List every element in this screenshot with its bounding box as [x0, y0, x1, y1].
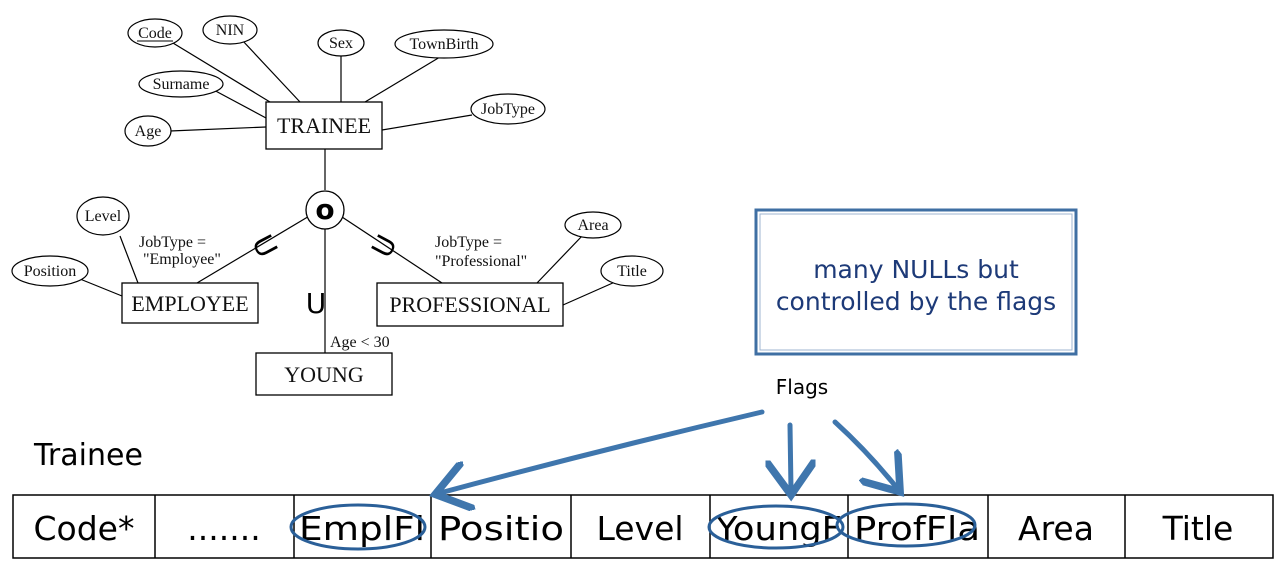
svg-text:Position: Position [24, 263, 76, 280]
entity-young-label: YOUNG [284, 362, 364, 387]
table-name: Trainee [33, 438, 143, 473]
column-area: Area [1018, 509, 1094, 548]
column-positio: Positio [438, 509, 564, 548]
attribute-age: Age [124, 115, 172, 147]
employee-condition-line2: "Employee" [143, 251, 221, 268]
attribute-code: Code [127, 18, 183, 48]
young-condition: Age < 30 [330, 334, 390, 351]
flag-circle-proffla [835, 502, 977, 548]
arrow-to-emplfl [440, 409, 765, 493]
svg-text:NIN: NIN [216, 22, 245, 39]
flag-circle-emplfl [289, 503, 427, 551]
attribute-area: Area [564, 211, 622, 239]
subset-symbol-young: U [306, 287, 327, 320]
column-proffla: ProfFla [854, 509, 980, 548]
trainee-table: Code* ....... EmplFl Positio Level Young… [12, 494, 1274, 559]
arrow-to-proffla [832, 419, 897, 488]
flag-arrows [440, 409, 897, 493]
attribute-position: Position [11, 255, 89, 287]
attribute-sex: Sex [317, 29, 365, 57]
subset-symbol-professional: U [365, 229, 404, 263]
svg-text:TownBirth: TownBirth [409, 36, 478, 53]
attribute-level: Level [76, 196, 130, 236]
column-level: Level [596, 509, 683, 548]
professional-condition-line2: "Professional" [435, 253, 527, 270]
attribute-jobtype: JobType [470, 93, 546, 125]
attribute-surname: Surname [138, 70, 224, 98]
column-ellipsis: ....... [187, 509, 260, 548]
entity-trainee-label: TRAINEE [277, 113, 371, 138]
note-line1: many NULLs but [813, 255, 1019, 284]
entity-trainee: TRAINEE [265, 101, 383, 150]
column-title: Title [1162, 509, 1234, 548]
attribute-townbirth: TownBirth [394, 29, 494, 59]
entity-young: YOUNG [255, 352, 393, 396]
entity-employee: EMPLOYEE [121, 282, 259, 324]
svg-text:Code: Code [138, 25, 172, 42]
flag-circle-youngf [707, 504, 845, 550]
attribute-nin: NIN [202, 15, 258, 45]
entity-employee-label: EMPLOYEE [131, 291, 248, 316]
overlap-symbol: o [315, 193, 334, 226]
column-code: Code* [34, 509, 135, 548]
entity-professional-label: PROFESSIONAL [389, 292, 550, 317]
svg-text:JobType: JobType [481, 101, 535, 118]
svg-text:Sex: Sex [329, 35, 353, 52]
svg-text:Surname: Surname [153, 76, 210, 93]
svg-text:Level: Level [85, 208, 122, 225]
note-line2: controlled by the flags [776, 287, 1056, 316]
attribute-title: Title [600, 255, 664, 287]
employee-condition-line1: JobType = [139, 234, 206, 251]
svg-text:Title: Title [617, 263, 647, 280]
svg-text:Area: Area [577, 217, 608, 234]
svg-text:Age: Age [135, 123, 162, 140]
professional-condition-line1: JobType = [435, 234, 502, 251]
arrow-to-youngf [790, 422, 791, 490]
note-box: many NULLs but controlled by the flags [754, 208, 1078, 356]
overlap-circle: o [305, 190, 345, 230]
flags-label: Flags [776, 375, 828, 399]
entity-professional: PROFESSIONAL [376, 282, 564, 327]
